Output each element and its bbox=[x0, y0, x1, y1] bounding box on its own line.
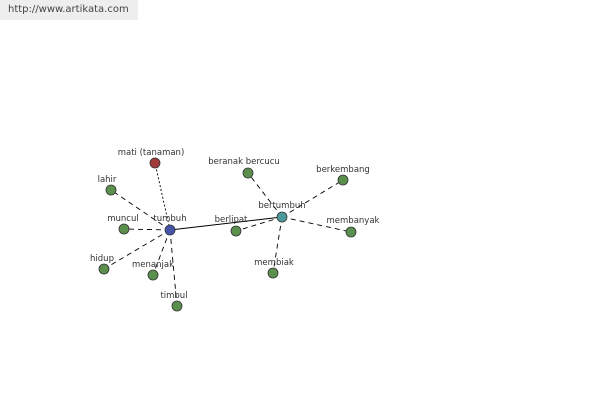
node-timbul[interactable] bbox=[171, 300, 183, 312]
node-berkembang[interactable] bbox=[337, 174, 349, 186]
node-label-lahir[interactable]: lahir bbox=[98, 175, 117, 185]
node-label-berlipat[interactable]: berlipat bbox=[215, 215, 248, 225]
node-muncul[interactable] bbox=[118, 223, 130, 235]
node-bertumbuh[interactable] bbox=[276, 211, 288, 223]
node-berlipat[interactable] bbox=[230, 225, 242, 237]
edge-bertumbuh-membiak bbox=[272, 216, 283, 274]
node-membanyak[interactable] bbox=[345, 226, 357, 238]
edge-bertumbuh-berlipat bbox=[235, 216, 283, 232]
node-label-hidup[interactable]: hidup bbox=[90, 254, 114, 264]
node-label-membiak[interactable]: membiak bbox=[254, 258, 294, 268]
edge-tumbuh-bertumbuh bbox=[169, 216, 283, 231]
edge-tumbuh-muncul bbox=[123, 228, 171, 231]
edge-bertumbuh-beranak bbox=[247, 172, 283, 218]
node-membiak[interactable] bbox=[267, 267, 279, 279]
nodes-layer bbox=[98, 157, 357, 312]
node-label-muncul[interactable]: muncul bbox=[107, 214, 138, 224]
edge-tumbuh-lahir bbox=[110, 189, 171, 231]
node-tumbuh[interactable] bbox=[164, 224, 176, 236]
node-label-beranak[interactable]: beranak bercucu bbox=[208, 157, 280, 167]
edge-bertumbuh-berkembang bbox=[281, 179, 344, 218]
labels-layer: tumbuh bertumbuh mati (tanaman) lahir muncul… bbox=[90, 148, 380, 301]
node-label-timbul[interactable]: timbul bbox=[160, 291, 187, 301]
edge-tumbuh-hidup bbox=[103, 229, 171, 270]
node-lahir[interactable] bbox=[105, 184, 117, 196]
node-beranak[interactable] bbox=[242, 167, 254, 179]
node-hidup[interactable] bbox=[98, 263, 110, 275]
source-url-link[interactable]: http://www.artikata.com bbox=[0, 0, 138, 20]
edge-tumbuh-timbul bbox=[169, 229, 178, 307]
edge-tumbuh-mati bbox=[154, 162, 171, 231]
node-menanjak[interactable] bbox=[147, 269, 159, 281]
node-label-tumbuh[interactable]: tumbuh bbox=[153, 214, 186, 224]
edge-tumbuh-menanjak bbox=[152, 229, 171, 276]
edge-bertumbuh-membanyak bbox=[281, 216, 352, 233]
node-label-membanyak[interactable]: membanyak bbox=[327, 216, 380, 226]
node-label-bertumbuh[interactable]: bertumbuh bbox=[258, 201, 305, 211]
node-label-berkembang[interactable]: berkembang bbox=[316, 165, 370, 175]
edges-layer bbox=[103, 162, 352, 307]
node-label-mati[interactable]: mati (tanaman) bbox=[118, 148, 185, 158]
node-label-menanjak[interactable]: menanjak bbox=[132, 260, 174, 270]
node-mati[interactable] bbox=[149, 157, 161, 169]
